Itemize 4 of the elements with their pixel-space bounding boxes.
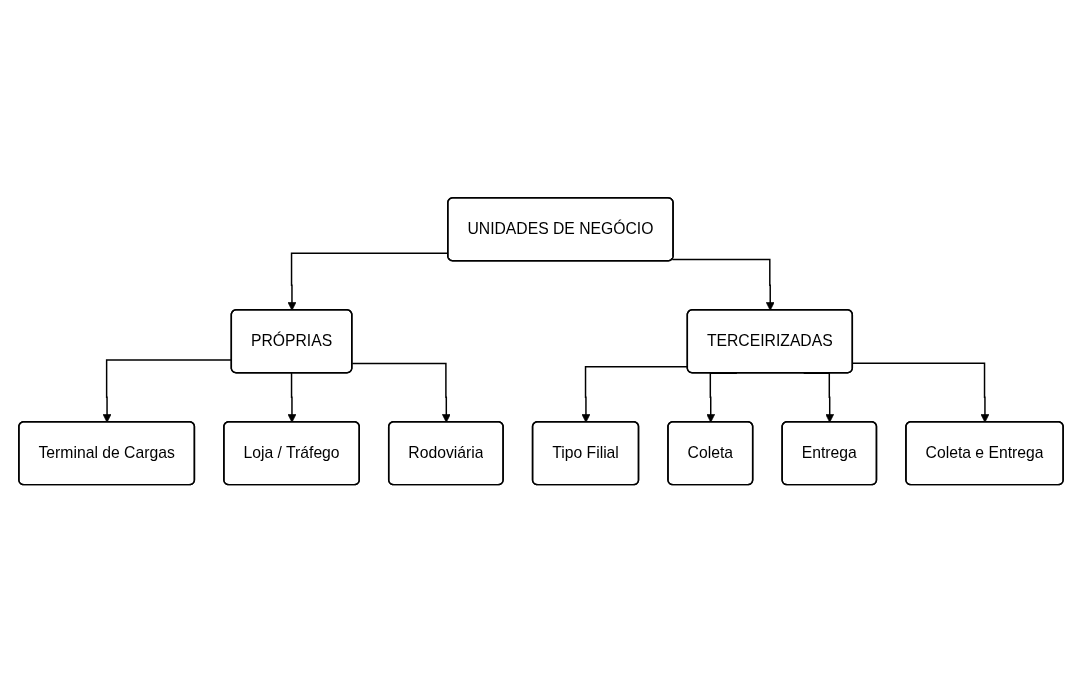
- arrow: [287, 372, 297, 423]
- arrow: [852, 362, 990, 423]
- arrow: [671, 259, 775, 311]
- arrow: [351, 363, 451, 423]
